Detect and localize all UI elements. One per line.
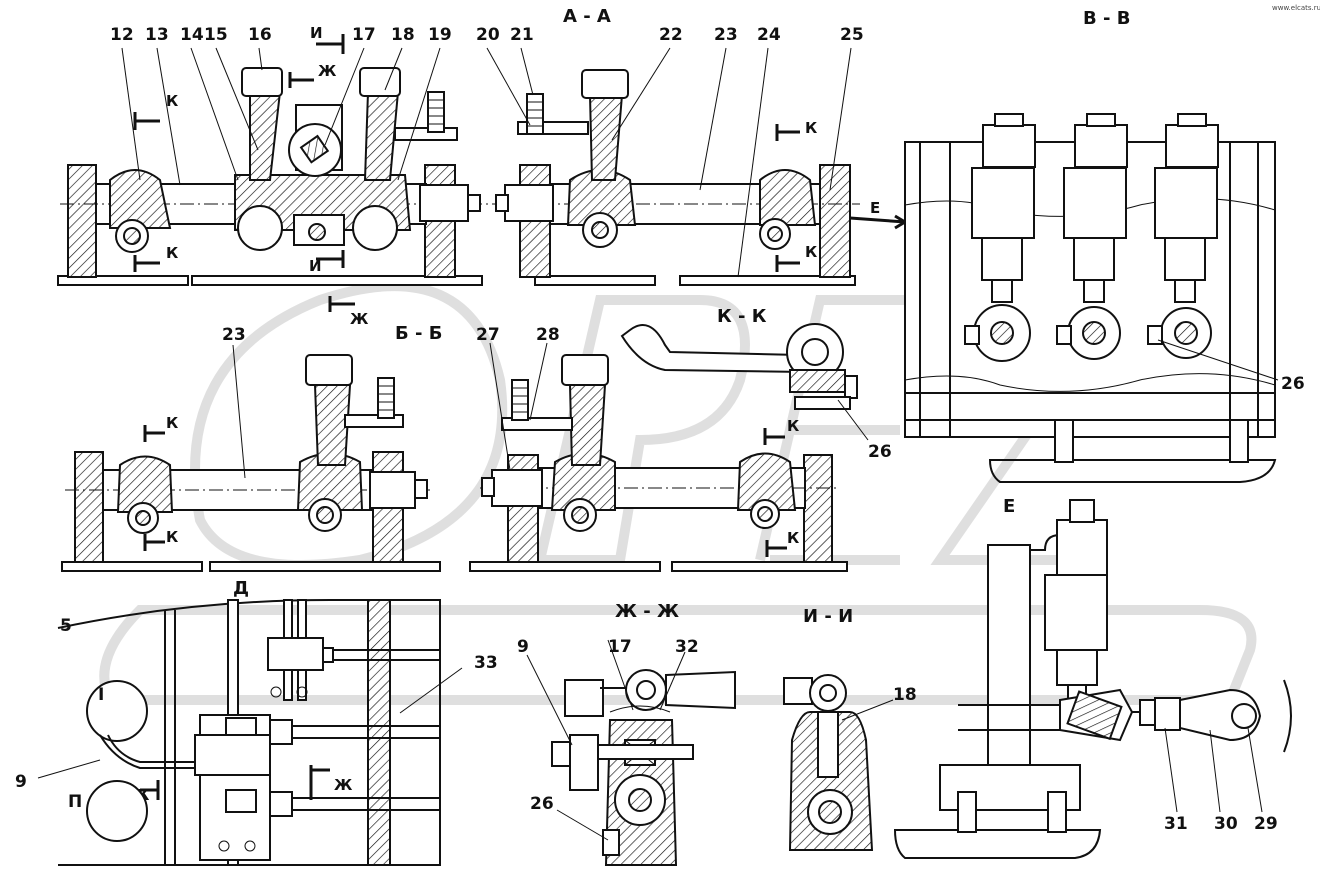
view-title-aa: А - А — [563, 6, 611, 27]
view-bb — [61, 344, 441, 572]
svg-text:К: К — [166, 414, 179, 432]
callout-label: 26 — [868, 442, 892, 462]
callout-leaders-top — [121, 47, 852, 278]
microswitch-unit — [1056, 113, 1128, 360]
view-zhzh — [526, 639, 736, 866]
bracket — [394, 127, 458, 141]
svg-text:К: К — [166, 528, 179, 546]
view-vv — [904, 113, 1279, 483]
callout-label: 15 — [204, 25, 228, 45]
callout-label: 21 — [510, 25, 534, 45]
callout-label: 23 — [714, 25, 738, 45]
base-plate — [57, 275, 189, 286]
view-kk — [620, 323, 869, 441]
view-d — [37, 599, 463, 866]
callout-label: 23 — [222, 325, 246, 345]
svg-text:Ж: Ж — [334, 776, 353, 794]
callout-label: 5 — [60, 616, 72, 636]
view-title-kk: К - К — [717, 306, 767, 327]
base-plate — [191, 275, 483, 286]
svg-text:К: К — [166, 92, 179, 110]
view-title-ii: И - И — [803, 606, 853, 627]
callout-label: 25 — [840, 25, 864, 45]
svg-text:И: И — [310, 24, 323, 42]
view-aa — [57, 67, 860, 286]
lever — [363, 91, 400, 181]
microswitch-unit — [964, 113, 1036, 362]
callout-label: 24 — [757, 25, 781, 45]
rocker-hub — [109, 169, 172, 229]
base-plate — [534, 275, 656, 286]
support-post — [819, 164, 851, 278]
svg-text:К: К — [787, 529, 800, 547]
base-plate — [679, 275, 856, 286]
callout-label: 27 — [476, 325, 500, 345]
svg-text:К: К — [805, 243, 818, 261]
svg-text:Ж: Ж — [318, 62, 337, 80]
callout-label: 28 — [536, 325, 560, 345]
view-bb-right — [469, 342, 848, 572]
callout-label: 32 — [675, 637, 699, 657]
callout-label: 13 — [145, 25, 169, 45]
svg-text:К: К — [787, 417, 800, 435]
callout-label: 22 — [659, 25, 683, 45]
cut-marks: К К И И Ж Ж К К Е К К К К Ж Ж — [131, 24, 908, 804]
svg-text:И: И — [309, 257, 322, 275]
callout-label: 9 — [517, 637, 529, 657]
rocker-hub — [759, 169, 817, 226]
callout-label: 18 — [893, 685, 917, 705]
view-title-e: Е — [1003, 496, 1015, 517]
callout-label: 17 — [352, 25, 376, 45]
svg-text:Ж: Ж — [350, 310, 369, 328]
view-ii — [783, 674, 894, 851]
svg-text:К: К — [805, 119, 818, 137]
callout-label: 12 — [110, 25, 134, 45]
callout-label: 9 — [15, 772, 27, 792]
callout-label: 17 — [608, 637, 632, 657]
callout-label: 26 — [530, 794, 554, 814]
lever — [588, 94, 624, 181]
callout-label: 26 — [1281, 374, 1305, 394]
roman-label-2: П — [68, 792, 82, 812]
callout-label: 18 — [391, 25, 415, 45]
callout-label: 31 — [1164, 814, 1188, 834]
view-title-d: Д — [233, 578, 249, 599]
callout-label: 20 — [476, 25, 500, 45]
view-title-zhzh: Ж - Ж — [615, 601, 679, 622]
view-e — [893, 499, 1292, 859]
callout-label: 14 — [180, 25, 204, 45]
view-title-bb: Б - Б — [395, 323, 442, 344]
svg-text:Е: Е — [870, 199, 880, 217]
lever — [249, 91, 282, 181]
view-title-vv: В - В — [1083, 8, 1130, 29]
callout-numbers-top: 12 13 14 15 16 17 18 19 20 21 22 23 24 2… — [110, 25, 864, 45]
callout-label: 16 — [248, 25, 272, 45]
support-post — [67, 164, 97, 278]
callout-label: 19 — [428, 25, 452, 45]
svg-text:К: К — [166, 244, 179, 262]
callout-label: 30 — [1214, 814, 1238, 834]
roman-label-1: I — [98, 685, 104, 705]
corner-mark: www.elcats.ru — [1272, 4, 1320, 12]
callout-label: 33 — [474, 653, 498, 673]
callout-label: 29 — [1254, 814, 1278, 834]
